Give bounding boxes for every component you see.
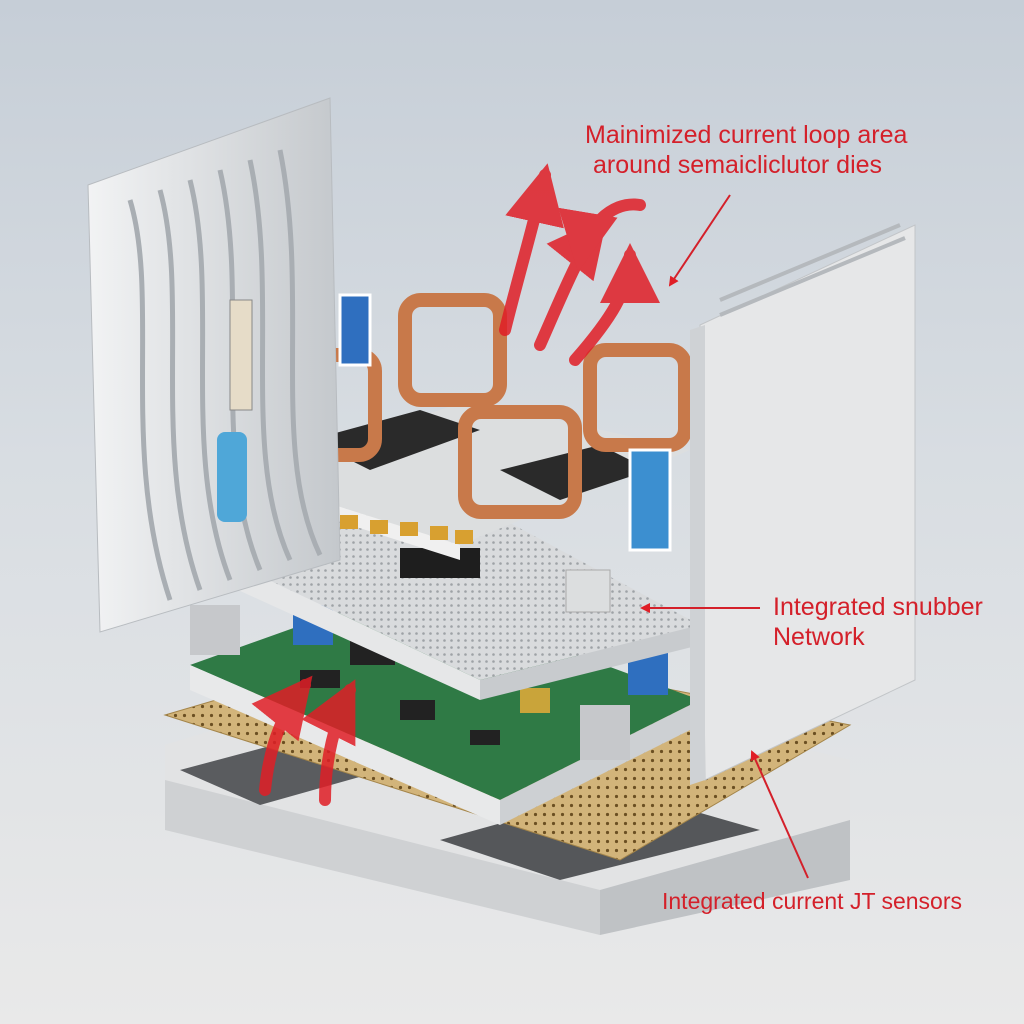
sensors-annotation: Integrated current JT sensors <box>662 888 962 914</box>
film-capacitor <box>628 448 672 552</box>
loop-area-annotation: Mainimized current loop area around sema… <box>585 120 907 180</box>
right-heatsink <box>690 223 916 785</box>
electrolytic-capacitor <box>217 432 247 522</box>
snubber-line1: Integrated snubber <box>773 593 983 621</box>
annotation-leaders <box>640 194 809 879</box>
snubber-line2: Network <box>773 623 865 651</box>
film-capacitor-top <box>338 293 372 367</box>
loop-area-line1: Mainimized current loop area <box>585 121 908 149</box>
sensor-leader-arrow <box>750 750 809 879</box>
snubber-annotation: Integrated snubber Network <box>773 592 983 652</box>
left-heatsink <box>87 97 341 633</box>
loop-area-line2: around semaicliclutor dies <box>593 151 883 179</box>
current-flow-arrows <box>251 163 660 806</box>
loop-leader-arrow <box>668 194 731 287</box>
